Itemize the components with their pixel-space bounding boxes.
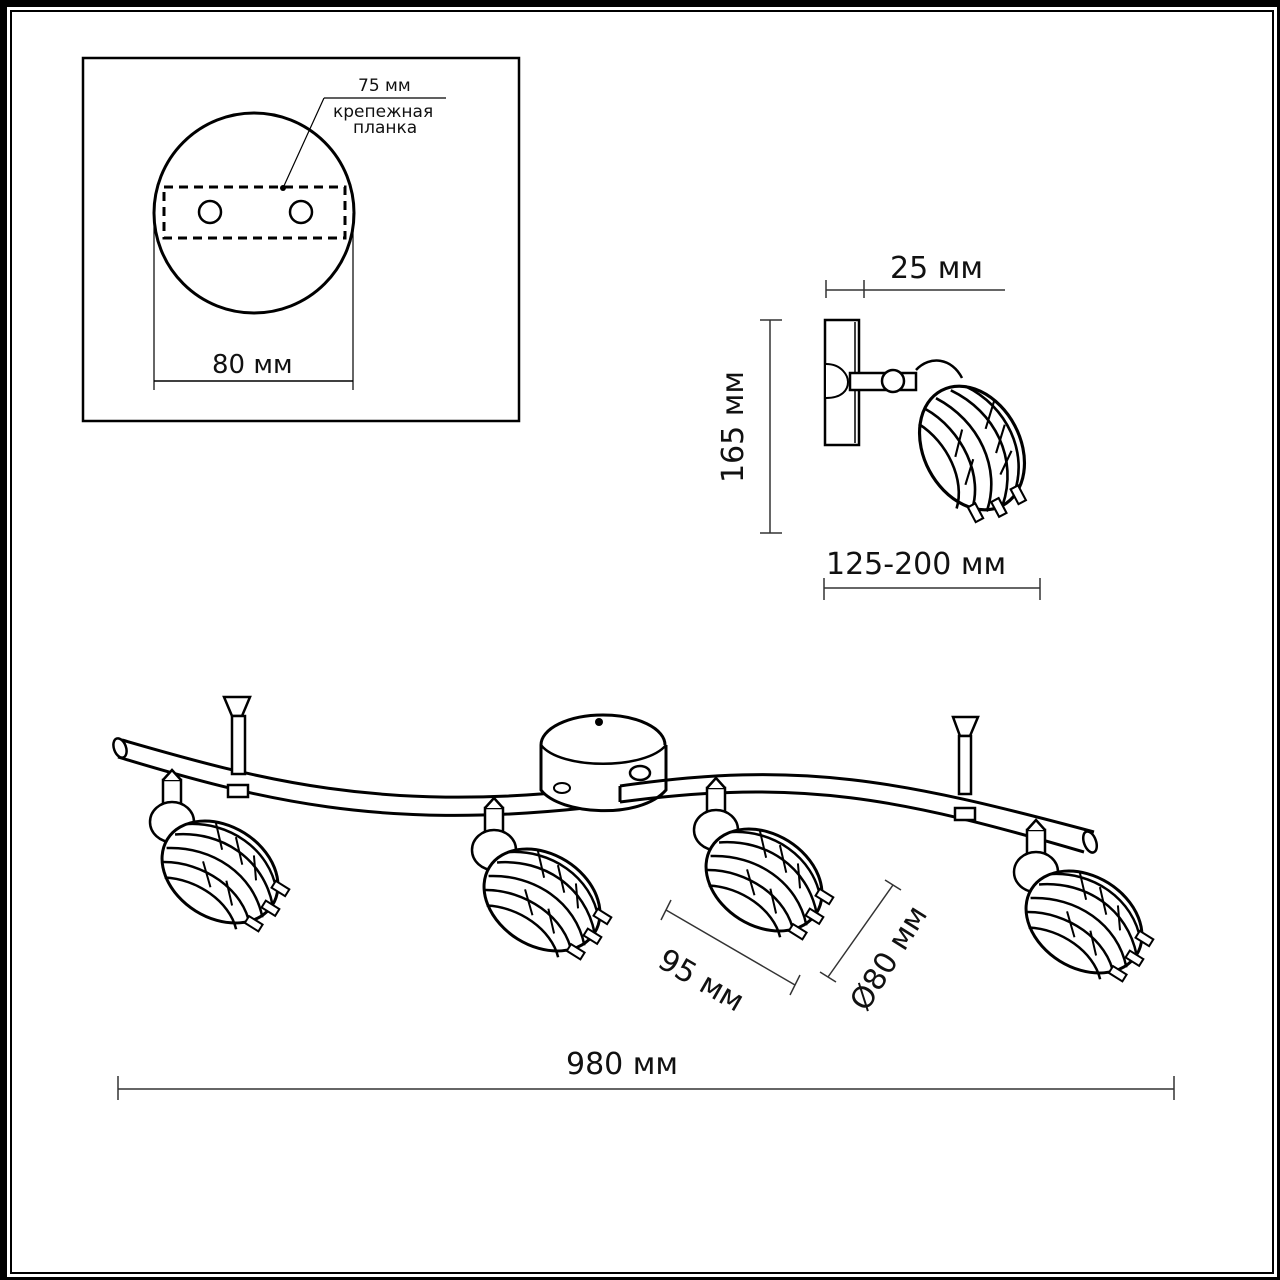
bracket-caption-line2: планка	[353, 118, 418, 138]
reach-label: 125-200 мм	[826, 547, 1007, 582]
inner-frame	[10, 10, 1274, 1274]
bracket-caption-line1: крепежная	[333, 102, 434, 122]
side-view	[760, 280, 1051, 600]
plate-diameter-label: 80 мм	[212, 350, 293, 380]
spotlight-1	[143, 770, 304, 948]
spotlight-2	[465, 798, 626, 976]
height-label: 165 мм	[716, 370, 752, 484]
total-length-label: 980 мм	[566, 1047, 679, 1082]
depth-label: 25 мм	[890, 251, 983, 286]
spotlight-3	[687, 778, 848, 956]
bracket-width-label: 75 мм	[358, 76, 411, 96]
mount-plate-view	[81, 56, 521, 423]
front-view	[112, 695, 1175, 1100]
